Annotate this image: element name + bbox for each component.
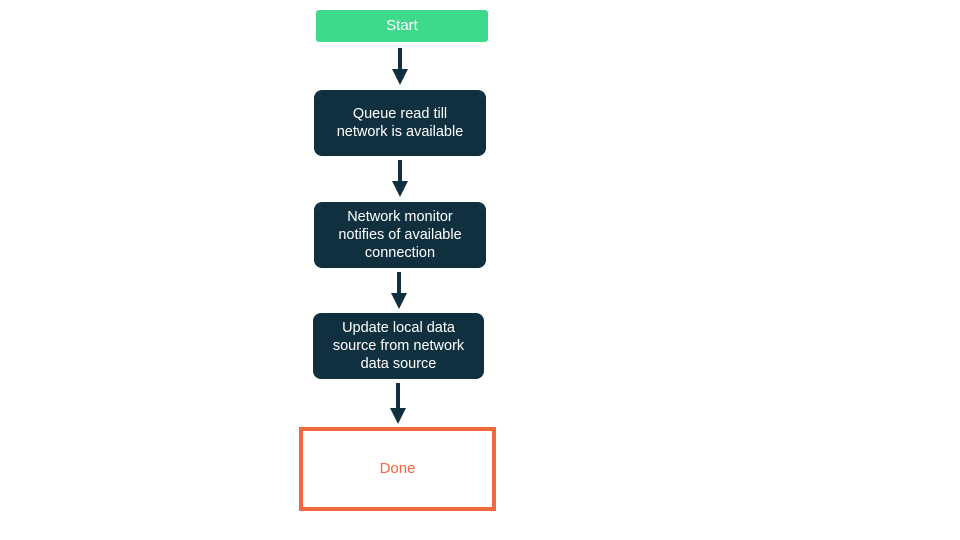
arrow-down-icon (392, 160, 408, 197)
node-network-monitor-label: Network monitor notifies of available co… (338, 208, 462, 262)
node-start-label: Start (386, 16, 418, 34)
edge-start-to-queue-read (390, 48, 410, 86)
node-update-local[interactable]: Update local data source from network da… (313, 313, 484, 379)
edge-update-local-to-done (388, 383, 408, 425)
edge-network-monitor-to-update-local (389, 272, 409, 310)
arrow-down-icon (391, 272, 407, 309)
node-done-label: Done (379, 459, 416, 477)
node-update-local-label: Update local data source from network da… (332, 319, 465, 373)
node-start[interactable]: Start (316, 10, 488, 42)
node-network-monitor[interactable]: Network monitor notifies of available co… (314, 202, 486, 268)
node-queue-read[interactable]: Queue read till network is available (314, 90, 486, 156)
node-done[interactable]: Done (299, 427, 496, 511)
edge-queue-read-to-network-monitor (390, 160, 410, 198)
arrow-down-icon (390, 383, 406, 424)
node-queue-read-label: Queue read till network is available (336, 105, 464, 140)
arrow-down-icon (392, 48, 408, 85)
